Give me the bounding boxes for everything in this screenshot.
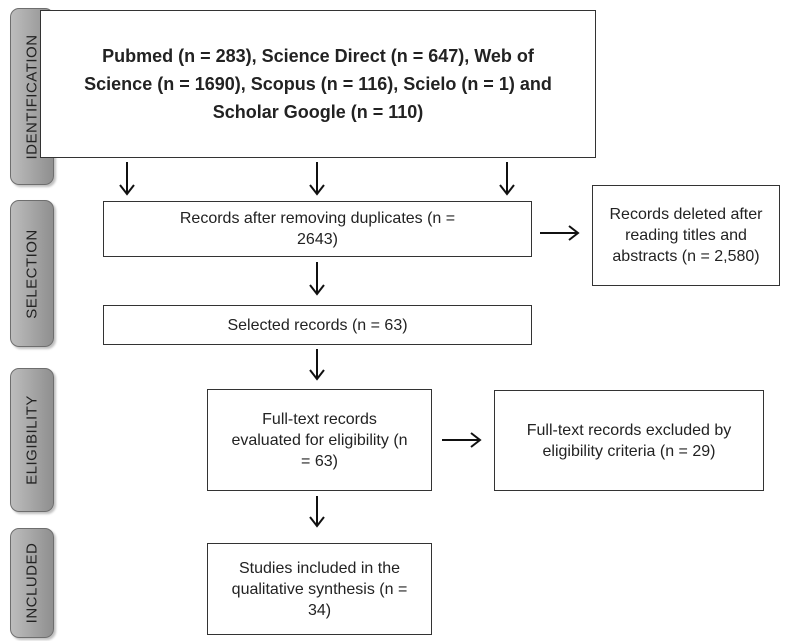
arrow-sources-left-head xyxy=(119,184,135,196)
arrow-to-selected-head xyxy=(309,284,325,296)
fulltext-evaluated-text: Full-text records evaluated for eligibil… xyxy=(231,410,408,470)
deleted-after-titles-box: Records deleted after reading titles and… xyxy=(592,185,780,286)
arrow-sources-middle-head xyxy=(309,184,325,196)
sources-box: Pubmed (n = 283), Science Direct (n = 64… xyxy=(40,10,596,158)
arrow-to-included-head xyxy=(309,516,325,528)
selected-records-text: Selected records (n = 63) xyxy=(227,316,408,334)
stage-included: INCLUDED xyxy=(10,528,54,638)
selected-records-box: Selected records (n = 63) xyxy=(103,305,532,345)
stage-eligibility: ELIGIBILITY xyxy=(10,368,54,512)
fulltext-excluded-text: Full-text records excluded by eligibilit… xyxy=(526,421,732,460)
included-text: Studies included in the qualitative synt… xyxy=(231,559,408,619)
arrow-to-fulltext-head xyxy=(309,369,325,381)
duplicates-removed-text: Records after removing duplicates (n = 2… xyxy=(179,210,456,248)
arrow-sources-right-head xyxy=(499,184,515,196)
deleted-after-titles-text: Records deleted after reading titles and… xyxy=(609,206,763,265)
fulltext-excluded-box: Full-text records excluded by eligibilit… xyxy=(494,390,764,491)
fulltext-evaluated-box: Full-text records evaluated for eligibil… xyxy=(207,389,432,491)
duplicates-removed-box: Records after removing duplicates (n = 2… xyxy=(103,201,532,257)
arrow-to-deleted-head xyxy=(568,225,580,241)
arrow-to-excluded-head xyxy=(470,432,482,448)
included-box: Studies included in the qualitative synt… xyxy=(207,543,432,635)
stage-selection: SELECTION xyxy=(10,200,54,347)
sources-text: Pubmed (n = 283), Science Direct (n = 64… xyxy=(84,46,552,122)
